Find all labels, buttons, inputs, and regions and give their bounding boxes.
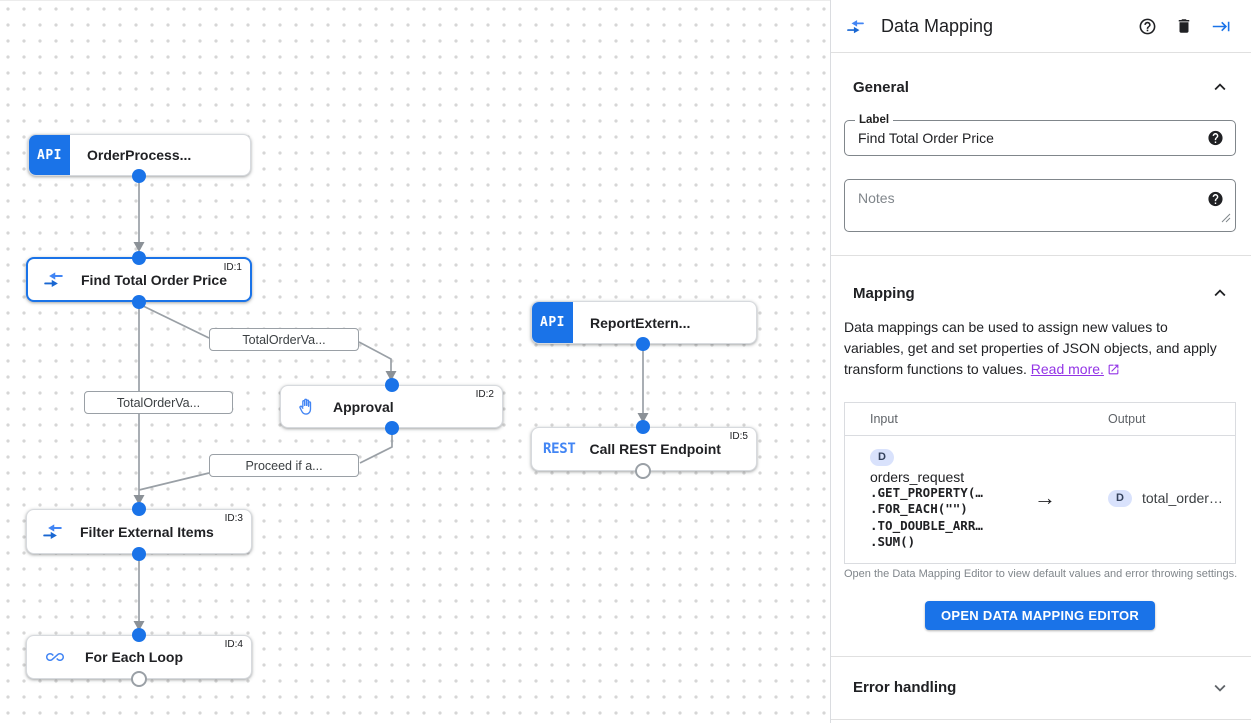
arrowhead <box>637 413 649 423</box>
node-label: Filter External Items <box>80 523 214 540</box>
workflow-edges <box>133 176 649 631</box>
workflow-canvas[interactable]: TotalOrderVa... TotalOrderVa... Proceed … <box>0 0 830 723</box>
mapping-description: Data mappings can be used to assign new … <box>844 317 1231 382</box>
collapse-section-icon[interactable] <box>1209 76 1231 98</box>
transform-line: .TO_DOUBLE_ARR… <box>870 517 983 533</box>
read-more-link[interactable]: Read more. <box>1030 361 1104 377</box>
transform-line: .FOR_EACH("") <box>870 501 968 516</box>
mapping-caption: Open the Data Mapping Editor to view def… <box>844 567 1238 580</box>
arrowhead <box>133 495 145 505</box>
output-port[interactable] <box>385 421 399 435</box>
input-port[interactable] <box>385 378 399 392</box>
mapping-section: Mapping Data mappings can be used to ass… <box>831 256 1251 656</box>
node-id-badge: ID:3 <box>224 513 243 524</box>
datatype-chip: D <box>870 448 894 466</box>
output-port[interactable] <box>132 547 146 561</box>
node-label: Approval <box>333 398 394 415</box>
notes-help-icon[interactable] <box>1207 191 1224 208</box>
data-mapping-icon <box>846 17 865 36</box>
mapping-arrow-icon: → <box>1034 485 1056 511</box>
edge-label-total-order-1[interactable]: TotalOrderVa... <box>209 328 359 351</box>
node-id-badge: ID:1 <box>223 262 242 273</box>
output-port[interactable] <box>132 295 146 309</box>
arrowhead <box>133 242 145 252</box>
open-output-port[interactable] <box>635 463 651 479</box>
notes-input[interactable] <box>845 180 1235 226</box>
mapping-description-text: Data mappings can be used to assign new … <box>844 319 1217 377</box>
resize-grip-icon[interactable] <box>1221 210 1231 228</box>
edge-label-text: TotalOrderVa... <box>116 395 201 410</box>
panel-header: Data Mapping <box>831 0 1251 52</box>
api-trigger-badge: API <box>532 302 573 343</box>
loop-infinity-icon <box>42 648 68 666</box>
input-port[interactable] <box>636 420 650 434</box>
datatype-chip: D <box>1108 489 1132 507</box>
mapping-preview-table: Input Output D orders_request .GET_PROPE… <box>844 402 1236 564</box>
open-in-new-icon <box>1107 361 1120 382</box>
label-field-caption: Label <box>855 113 894 127</box>
edge-label-text: Proceed if a... <box>245 458 323 473</box>
error-handling-section: Error handling <box>831 657 1251 719</box>
arrowhead <box>385 371 397 381</box>
input-port[interactable] <box>132 628 146 642</box>
node-label: ReportExtern... <box>590 314 691 331</box>
arrowhead <box>133 621 145 631</box>
divider <box>831 655 1251 657</box>
divider <box>831 718 1251 720</box>
api-trigger-badge: API <box>29 135 70 175</box>
node-label: OrderProcess... <box>87 147 192 163</box>
node-id-badge: ID:5 <box>729 431 748 442</box>
divider <box>831 255 1251 256</box>
divider <box>831 52 1251 53</box>
rest-icon: REST <box>543 441 576 457</box>
approval-hand-icon <box>296 397 316 417</box>
node-report-extern-trigger[interactable]: API ReportExtern... <box>531 301 757 344</box>
open-data-mapping-editor-button[interactable]: OPEN DATA MAPPING EDITOR <box>924 600 1156 630</box>
delete-icon[interactable] <box>1172 14 1196 38</box>
data-mapping-icon <box>43 269 64 290</box>
help-icon[interactable] <box>1135 14 1159 38</box>
panel-title: Data Mapping <box>881 15 994 36</box>
edge-approval-to-label-c <box>359 429 393 464</box>
transform-line: .GET_PROPERTY(… <box>870 484 983 500</box>
mapping-table-header: Input Output <box>845 403 1235 436</box>
label-input[interactable] <box>845 121 1235 155</box>
data-mapping-icon <box>42 521 63 542</box>
output-port[interactable] <box>132 169 146 183</box>
general-section-title: General <box>853 78 909 96</box>
node-id-badge: ID:4 <box>224 639 243 650</box>
expand-section-icon[interactable] <box>1209 677 1231 699</box>
edge-label-a-to-approval <box>358 341 392 373</box>
collapse-section-icon[interactable] <box>1209 282 1231 304</box>
output-column-header: Output <box>1108 412 1146 426</box>
edge-label-c-to-filter <box>138 472 210 491</box>
edge-find-to-label-a <box>138 303 210 339</box>
node-label: Find Total Order Price <box>81 271 227 288</box>
node-label: Call REST Endpoint <box>589 441 721 457</box>
notes-field <box>844 179 1236 232</box>
open-output-port[interactable] <box>131 671 147 687</box>
edge-label-proceed-if[interactable]: Proceed if a... <box>209 454 359 477</box>
label-field: Label <box>844 113 1236 156</box>
edge-label-total-order-2[interactable]: TotalOrderVa... <box>84 391 233 414</box>
mapping-section-title: Mapping <box>853 284 915 302</box>
label-help-icon[interactable] <box>1207 130 1224 147</box>
input-port[interactable] <box>132 502 146 516</box>
task-config-panel: Data Mapping General <box>830 0 1251 723</box>
input-variable-name: orders_request <box>870 468 965 485</box>
node-approval[interactable]: Approval ID:2 <box>280 385 503 428</box>
mapping-table-row: D orders_request .GET_PROPERTY(… .FOR_EA… <box>845 436 1235 563</box>
node-label: For Each Loop <box>85 649 183 665</box>
output-variable-name: total_order… <box>1142 490 1223 507</box>
error-handling-section-title: Error handling <box>853 679 957 696</box>
general-section: General Label <box>831 53 1251 255</box>
output-port[interactable] <box>636 337 650 351</box>
edge-label-text: TotalOrderVa... <box>242 332 326 347</box>
input-column-header: Input <box>870 412 898 426</box>
transform-line: .SUM() <box>870 534 916 549</box>
input-port[interactable] <box>132 251 146 265</box>
node-id-badge: ID:2 <box>475 389 494 400</box>
collapse-panel-icon[interactable] <box>1209 14 1233 38</box>
